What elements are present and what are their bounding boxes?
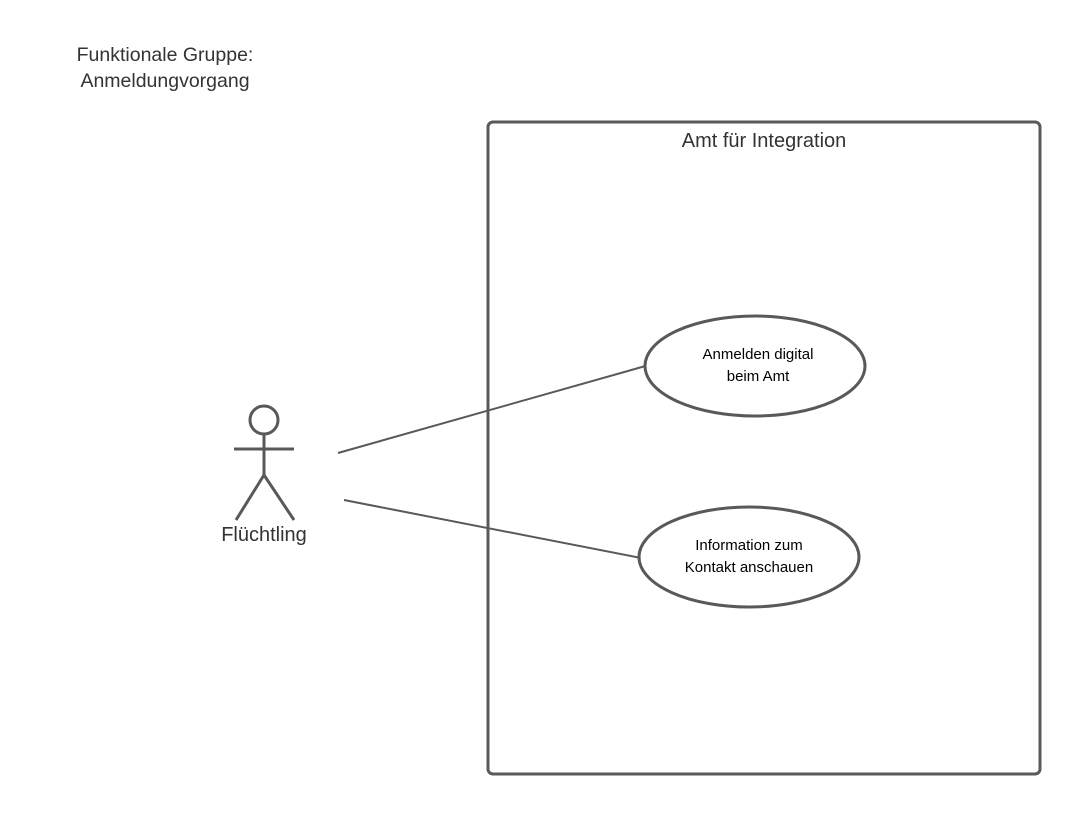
use-case-anmelden[interactable]: Anmelden digital beim Amt bbox=[643, 314, 867, 418]
functional-group-line-1: Funktionale Gruppe: bbox=[76, 44, 254, 66]
system-boundary[interactable] bbox=[486, 120, 1042, 776]
association-line-1[interactable] bbox=[337, 364, 650, 454]
system-title: Amt für Integration bbox=[682, 130, 847, 152]
use-case-1-line-1: Anmelden digital bbox=[703, 346, 814, 363]
functional-group-line-2: Anmeldungvorgang bbox=[80, 70, 250, 92]
actor-fluechtling[interactable] bbox=[234, 404, 296, 521]
functional-group-label: Funktionale Gruppe: Anmeldungvorgang bbox=[40, 42, 290, 94]
use-case-2-line-2: Kontakt anschauen bbox=[685, 559, 813, 576]
actor-left-leg bbox=[234, 474, 266, 521]
actor-label: Flüchtling bbox=[221, 524, 307, 546]
association-line-2[interactable] bbox=[343, 499, 642, 559]
use-case-ellipse-1 bbox=[643, 314, 867, 418]
use-case-2-line-1: Information zum bbox=[695, 537, 803, 554]
use-case-1-line-2: beim Amt bbox=[727, 368, 790, 385]
use-case-ellipse-2 bbox=[637, 505, 861, 609]
use-case-information[interactable]: Information zum Kontakt anschauen bbox=[637, 505, 861, 609]
actor-right-leg bbox=[262, 474, 296, 521]
actor-head bbox=[248, 404, 280, 436]
